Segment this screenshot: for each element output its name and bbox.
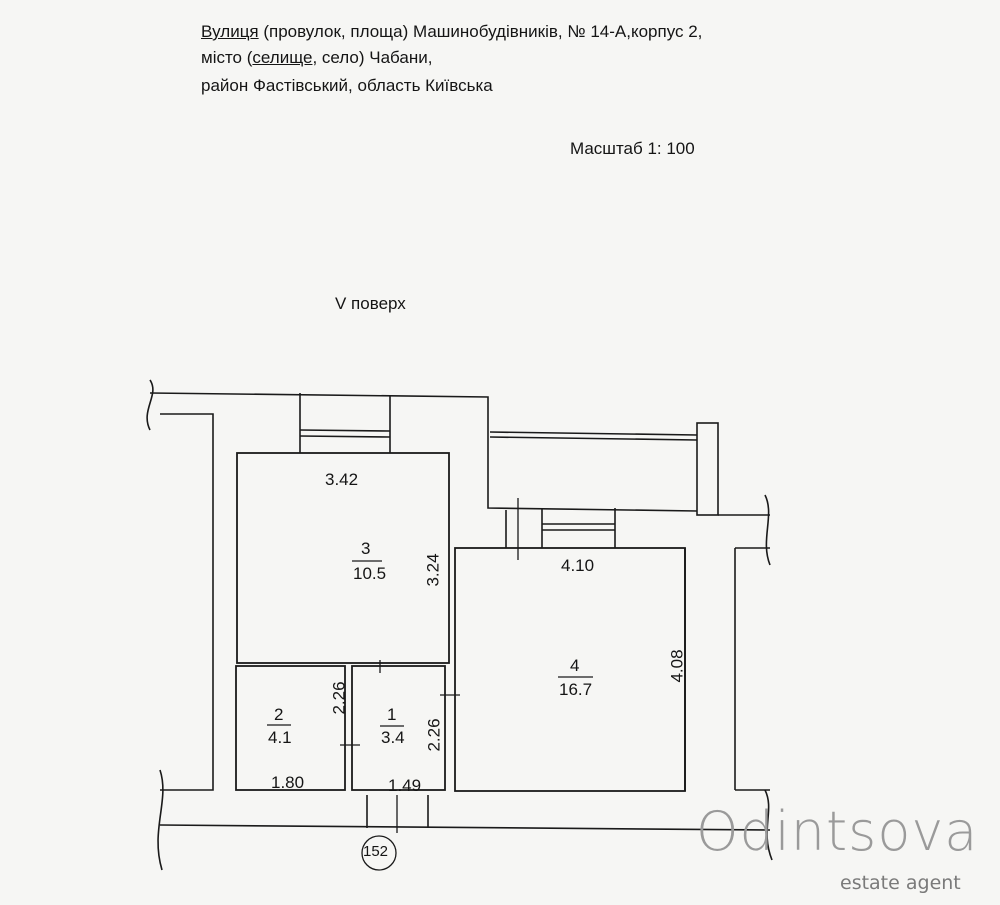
- area-fraction-lines: [267, 560, 593, 727]
- room-3-number: 3: [361, 539, 371, 558]
- street-value: (провулок, площа) Машинобудівників, № 14…: [258, 22, 703, 41]
- room-2: [235, 665, 346, 791]
- room-1-area: 3.4: [381, 728, 405, 747]
- room-3: [236, 452, 450, 664]
- apartment-number: 152: [363, 843, 389, 860]
- room-1: [351, 665, 446, 791]
- room-1-width: 1.49: [388, 776, 422, 795]
- room-1-number: 1: [387, 705, 397, 724]
- room-3-area: 10.5: [353, 564, 387, 583]
- room-2-length: 2.26: [329, 681, 349, 715]
- room-3-width: 3.42: [325, 470, 359, 489]
- room-3-length: 3.24: [423, 553, 443, 587]
- city-type: селище: [252, 48, 313, 67]
- room-4-number: 4: [570, 656, 580, 675]
- apartment-number-circle: [361, 835, 397, 871]
- street-label: Вулиця: [201, 22, 259, 41]
- watermark-brand: Odintsova: [696, 800, 979, 863]
- room-4-length: 4.08: [667, 649, 687, 683]
- address-city: місто (селище, село) Чабани,: [201, 48, 432, 68]
- address-region: район Фастівський, область Київська: [201, 76, 493, 95]
- room-4-width: 4.10: [561, 556, 595, 575]
- city-value: , село) Чабани,: [312, 48, 433, 67]
- room-4-area: 16.7: [559, 680, 593, 699]
- address-street: Вулиця (провулок, площа) Машинобудівникі…: [201, 22, 702, 42]
- room-2-area: 4.1: [268, 728, 292, 747]
- walls: [146, 379, 773, 871]
- city-prefix: місто (: [201, 48, 253, 67]
- floor-label: V поверх: [335, 294, 406, 313]
- room-1-length: 2.26: [424, 718, 444, 752]
- room-2-width: 1.80: [271, 773, 305, 792]
- scale-label: Масштаб 1: 100: [570, 139, 695, 158]
- rooms: [235, 452, 686, 792]
- watermark-tagline: estate agent: [840, 872, 961, 894]
- room-2-number: 2: [274, 705, 284, 724]
